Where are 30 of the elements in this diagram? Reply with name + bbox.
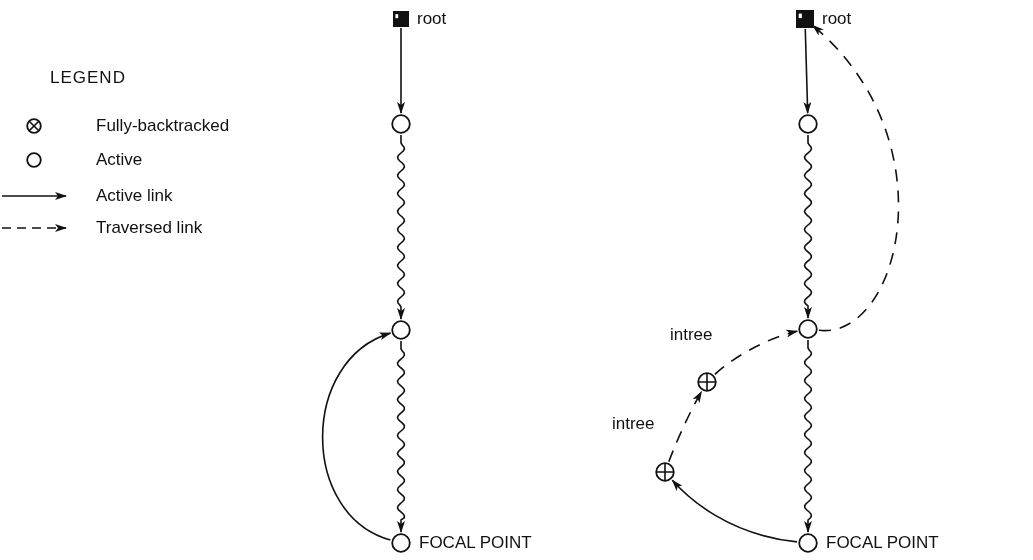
wavy-arrow bbox=[803, 339, 813, 533]
arrow bbox=[803, 28, 812, 114]
active-node bbox=[391, 114, 411, 134]
active-node bbox=[798, 319, 818, 339]
legend-text: Active bbox=[96, 150, 143, 170]
active-node bbox=[391, 320, 411, 340]
backtracked-node bbox=[655, 462, 675, 482]
arrow bbox=[321, 332, 392, 541]
root-square bbox=[393, 11, 409, 27]
legend-text: Active link bbox=[96, 186, 173, 206]
dashed-arrow bbox=[668, 390, 703, 463]
wavy-arrow bbox=[396, 134, 406, 320]
node-label: root bbox=[417, 9, 447, 29]
active-node bbox=[798, 114, 818, 134]
active-node bbox=[798, 533, 818, 553]
legend-text: Traversed link bbox=[96, 218, 203, 238]
legend-text: Fully-backtracked bbox=[96, 116, 230, 136]
legend-title: LEGEND bbox=[50, 68, 126, 88]
arrow bbox=[671, 479, 798, 543]
active-node bbox=[391, 533, 411, 553]
arrow bbox=[397, 27, 405, 114]
root-square bbox=[796, 10, 814, 28]
dashed-arrow bbox=[811, 24, 899, 332]
wavy-arrow bbox=[396, 340, 406, 533]
wavy-arrow bbox=[803, 134, 813, 319]
node-label: FOCAL POINT bbox=[419, 533, 532, 553]
node-label: root bbox=[822, 9, 852, 29]
dashed-arrow bbox=[714, 330, 799, 376]
backtracked-node bbox=[697, 372, 717, 392]
node-label: FOCAL POINT bbox=[826, 533, 939, 553]
